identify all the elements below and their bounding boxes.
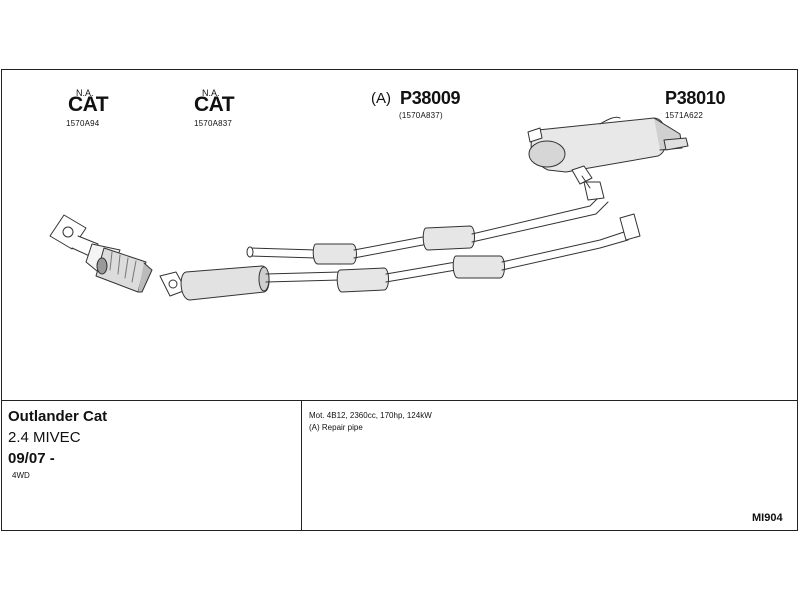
- cat2-na: N.A.: [202, 88, 220, 98]
- part1-number: (1570A837): [399, 111, 443, 120]
- vehicle-model: Outlander Cat: [8, 408, 108, 425]
- vehicle-drive: 4WD: [12, 471, 30, 480]
- cat2-title: CAT: [194, 93, 235, 116]
- diagram-code: MI904: [752, 512, 783, 524]
- part2-number: 1571A622: [665, 111, 704, 120]
- part1-code: P38009: [400, 88, 461, 108]
- rear-silencer: [527, 116, 689, 189]
- cat1-title: CAT: [68, 93, 109, 116]
- cat1-number: 1570A94: [66, 119, 100, 128]
- vehicle-engine: 2.4 MIVEC: [8, 429, 81, 446]
- vehicle-date: 09/07 -: [8, 450, 55, 467]
- part1-prefix: (A): [371, 90, 391, 107]
- cat1-na: N.A.: [76, 88, 94, 98]
- note-repair: (A) Repair pipe: [309, 423, 363, 432]
- divider-vertical: [301, 400, 302, 531]
- note-motor: Mot. 4B12, 2360cc, 170hp, 124kW: [309, 411, 432, 420]
- lower-pipe: [265, 213, 641, 293]
- front-catalyst: [49, 214, 153, 293]
- divider-horizontal: [1, 400, 798, 401]
- upper-pipe: [246, 181, 609, 265]
- second-catalyst: [180, 265, 270, 301]
- part2-code: P38010: [665, 88, 726, 108]
- diagram-frame: [1, 69, 798, 531]
- cat2-number: 1570A837: [194, 119, 233, 128]
